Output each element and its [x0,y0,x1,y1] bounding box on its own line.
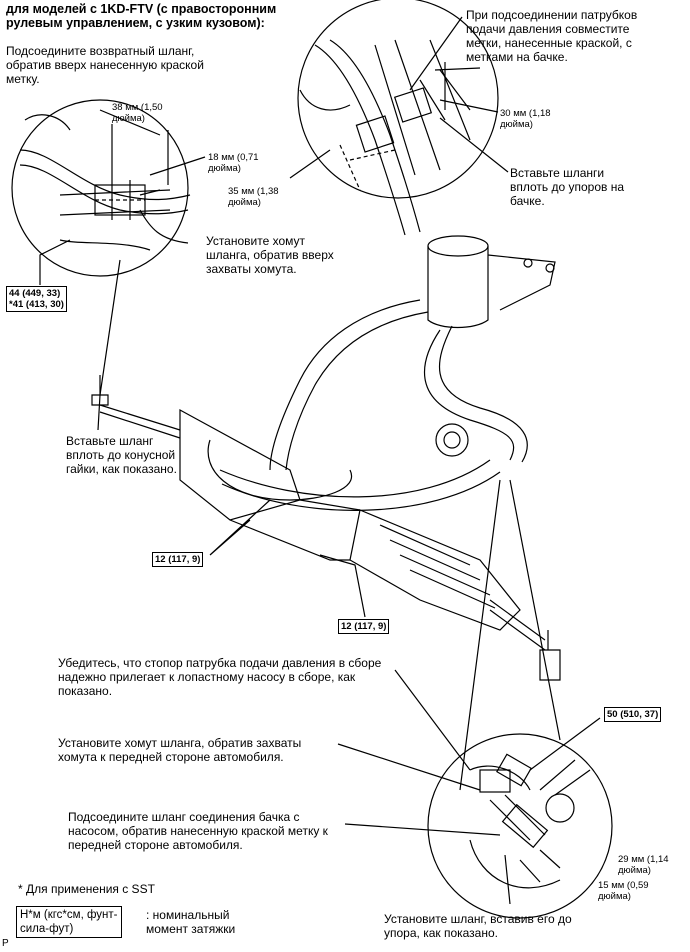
corner-mark: P [2,938,9,949]
dimension-15mm: 15 мм (0,59 дюйма) [598,880,649,902]
page-title: для моделей с 1KD-FTV (с правосторонним … [6,2,277,30]
dimension-18mm: 18 мм (0,71 дюйма) [208,152,259,174]
detail-circle-pump [427,733,613,919]
callout-clamp-front: Установите хомут шланга, обратив захваты… [58,736,302,764]
detail-circle-return-hose [11,99,189,277]
dimension-30mm: 30 мм (1,18 дюйма) [500,108,551,130]
callout-insert-hose-stop: Установите шланг, вставив его до упора, … [384,912,572,940]
dimension-29mm: 29 мм (1,14 дюйма) [618,854,669,876]
torque-label-44: 44 (449, 33) *41 (413, 30) [6,286,67,312]
torque-unit-box: Н*м (кгс*см, фунт- сила-фут) [16,906,122,938]
torque-label-12-b: 12 (117, 9) [338,619,390,634]
callout-insert-hoses-tank: Вставьте шланги вплоть до упоров на бачк… [510,166,625,208]
torque-unit-description: : номинальный момент затяжки [146,908,236,936]
torque-label-50: 50 (510, 37) [604,707,662,722]
callout-return-hose: Подсоедините возвратный шланг, обратив в… [6,44,204,86]
callout-install-clamp-up: Установите хомут шланга, обратив вверх з… [206,234,334,276]
callout-insert-hose-cone: Вставьте шланг вплоть до конусной гайки,… [66,434,177,476]
sst-note: * Для применения с SST [18,882,155,896]
callout-ensure-stopper: Убедитесь, что стопор патрубка подачи да… [58,656,382,698]
callout-pressure-hose-marks: При подсоединении патрубков подачи давле… [466,8,638,64]
torque-label-12-a: 12 (117, 9) [152,552,204,567]
dimension-35mm: 35 мм (1,38 дюйма) [228,186,279,208]
dimension-38mm: 38 мм (1,50 дюйма) [112,102,163,124]
detail-circle-tank [297,0,499,199]
callout-connect-tank-hose: Подсоедините шланг соединения бачка с на… [68,810,328,852]
